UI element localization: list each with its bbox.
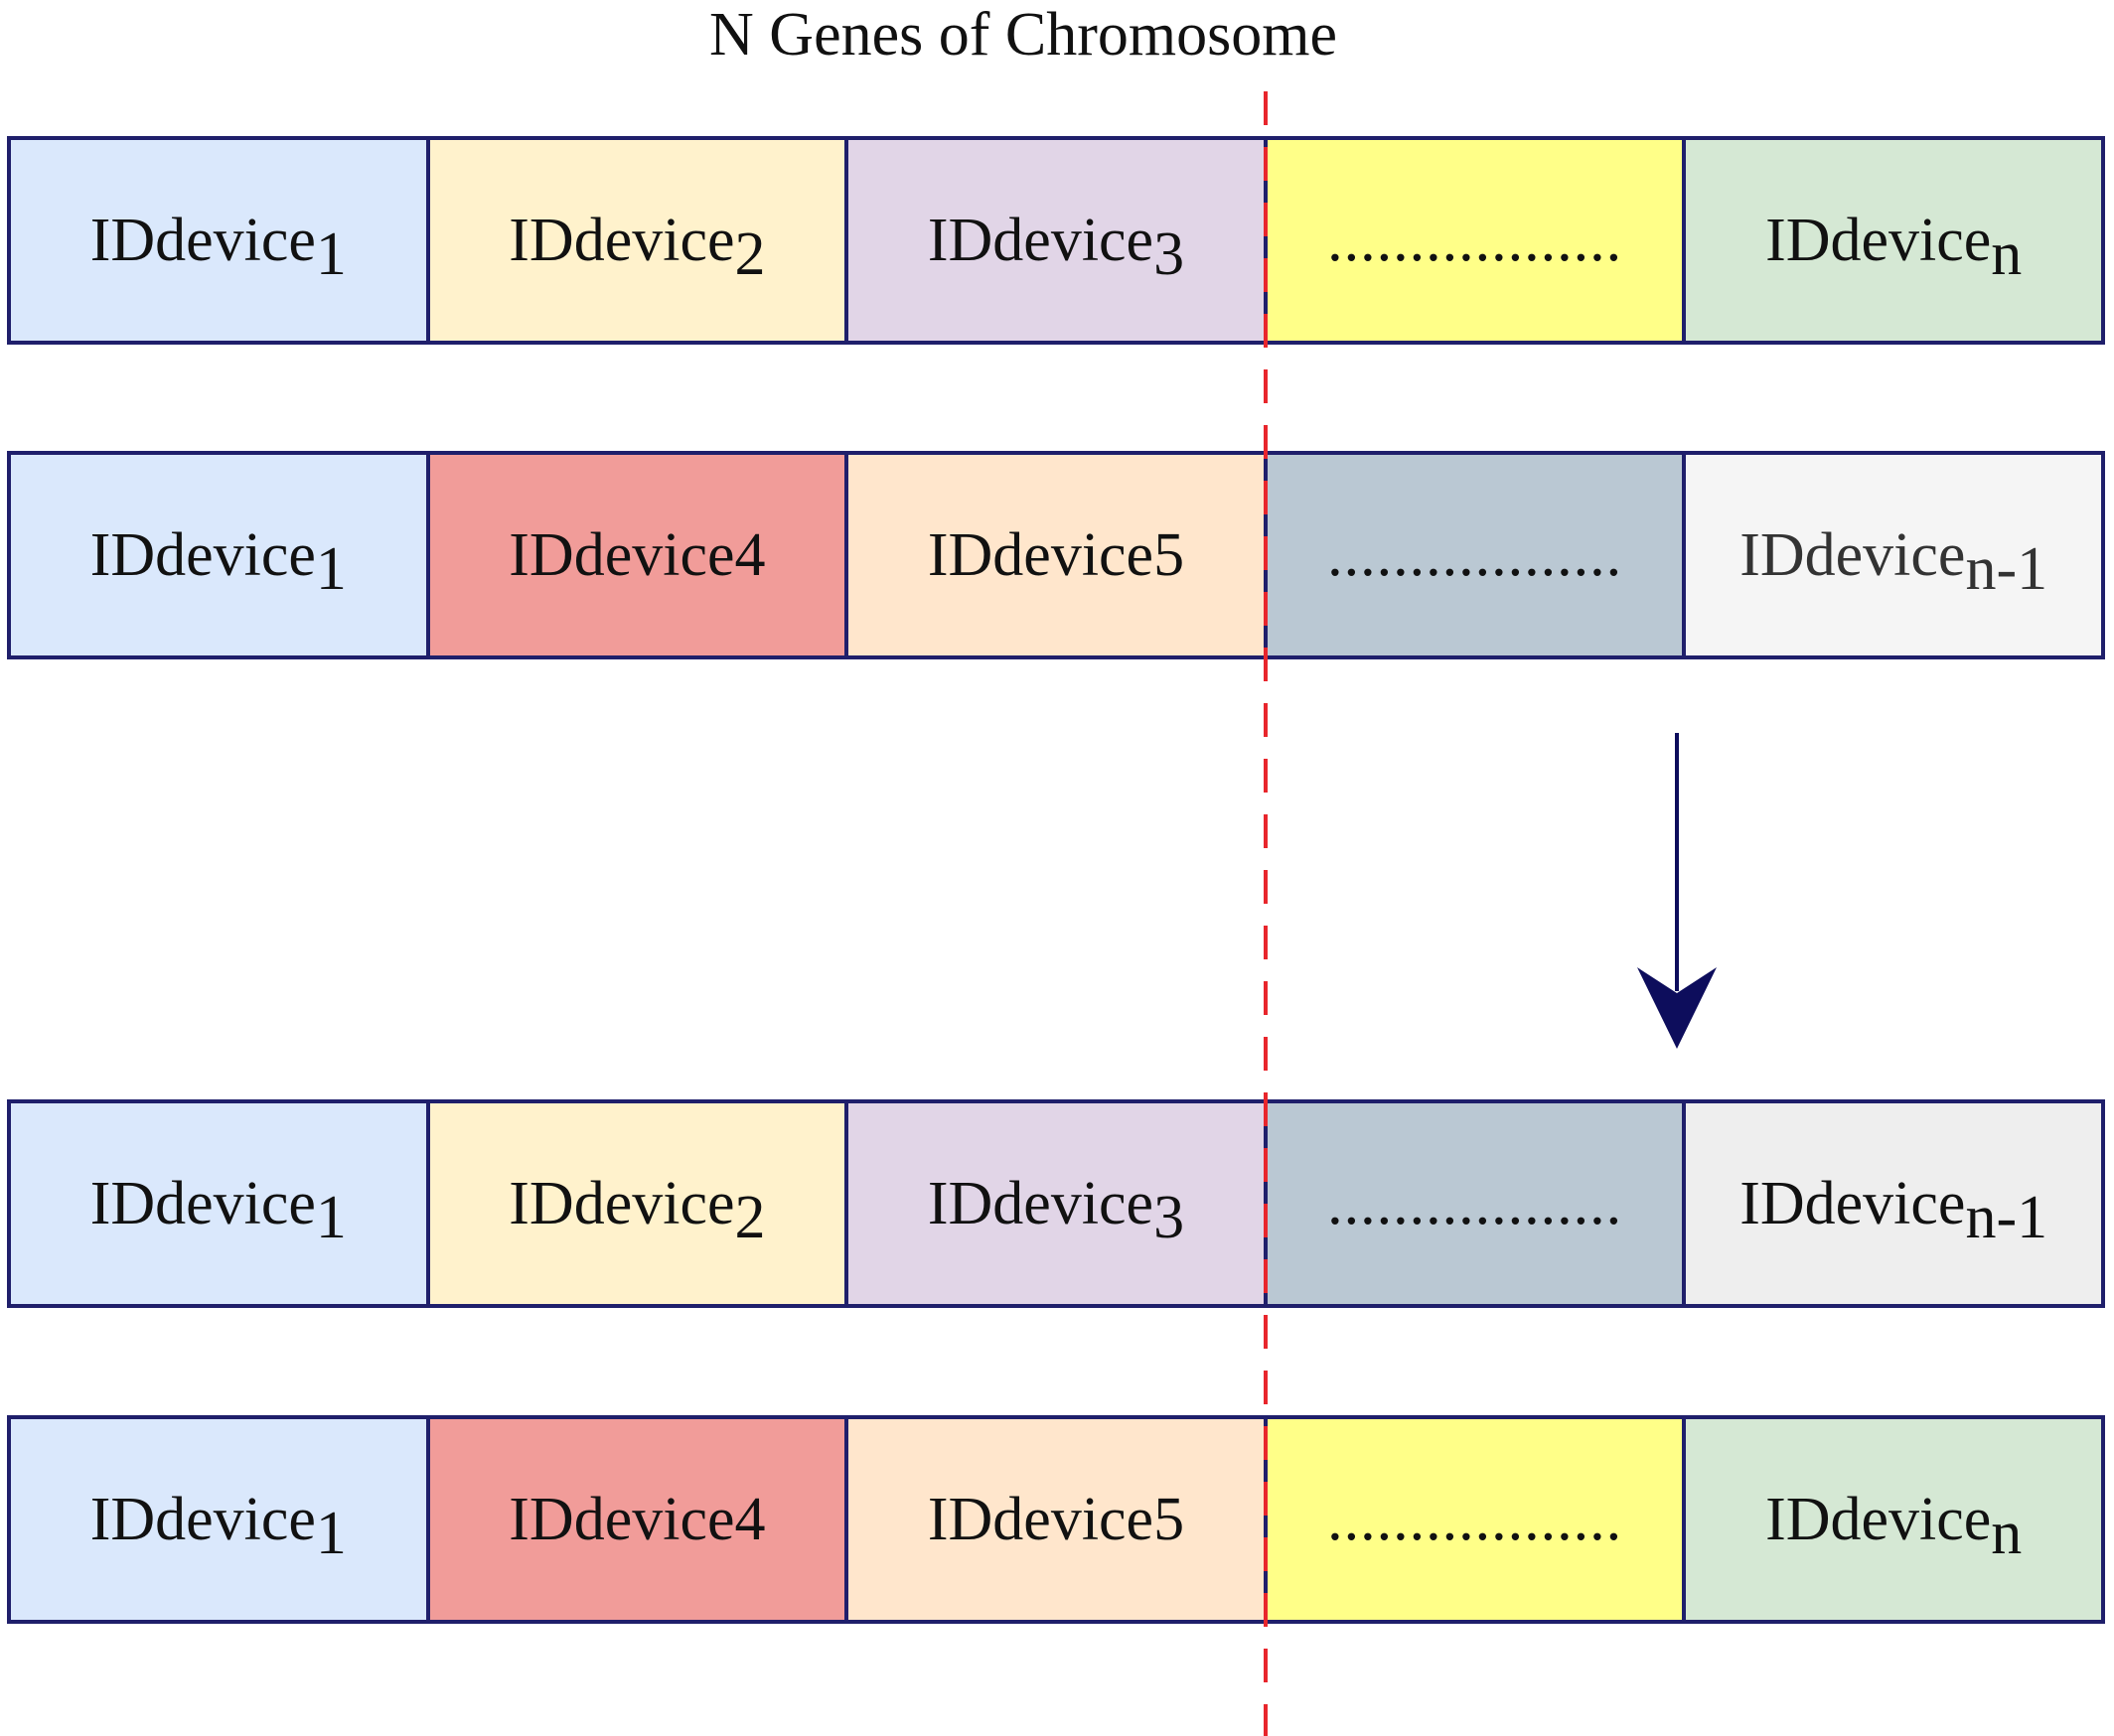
gene-2: IDdevice4	[429, 1419, 849, 1620]
gene-ellipsis: ..................	[1267, 455, 1687, 655]
gene-label: IDdevice	[927, 206, 1154, 274]
gene-subscript: n-1	[1965, 534, 2048, 603]
gene-subscript: 2	[734, 1183, 766, 1251]
down-arrow-icon	[1637, 733, 1717, 1049]
gene-label: IDdevice	[89, 520, 316, 589]
gene-label: IDdevice	[509, 1169, 735, 1237]
gene-label: IDdevice	[89, 1169, 316, 1237]
gene-label: IDdevice	[509, 206, 735, 274]
gene-subscript: 1	[315, 534, 347, 603]
gene-ellipsis: ..................	[1267, 140, 1687, 341]
gene-subscript: 3	[1153, 219, 1185, 288]
gene-label: IDdevice	[89, 206, 316, 274]
gene-label: IDdevice	[1739, 1169, 1966, 1237]
gene-label: IDdevice4	[509, 1485, 766, 1553]
gene-subscript: 1	[315, 1499, 347, 1567]
gene-3: IDdevice5	[848, 455, 1268, 655]
gene-label: ..................	[1327, 1169, 1623, 1237]
gene-ellipsis: ..................	[1267, 1103, 1687, 1304]
gene-label: IDdevice	[1739, 520, 1966, 589]
gene-3: IDdevice5	[848, 1419, 1268, 1620]
gene-subscript: 3	[1153, 1183, 1185, 1251]
gene-label: IDdevice	[1765, 1485, 1992, 1553]
gene-label: IDdevice4	[509, 520, 766, 589]
gene-label: IDdevice	[1765, 206, 1992, 274]
gene-label: IDdevice5	[927, 520, 1185, 589]
gene-subscript: n-1	[1965, 1183, 2048, 1251]
gene-label: IDdevice5	[927, 1485, 1185, 1553]
gene-label: ..................	[1327, 1485, 1623, 1553]
gene-2: IDdevice4	[429, 455, 849, 655]
gene-label: ..................	[1327, 520, 1623, 589]
diagram-title: N Genes of Chromosome	[709, 1, 1337, 69]
gene-subscript: n	[1991, 1499, 2023, 1567]
gene-ellipsis: ..................	[1267, 1419, 1687, 1620]
gene-subscript: 1	[315, 219, 347, 288]
gene-label: IDdevice	[927, 1169, 1154, 1237]
gene-label: IDdevice	[89, 1485, 316, 1553]
gene-subscript: 1	[315, 1183, 347, 1251]
gene-subscript: 2	[734, 219, 766, 288]
gene-label: ..................	[1327, 206, 1623, 274]
gene-subscript: n	[1991, 219, 2023, 288]
